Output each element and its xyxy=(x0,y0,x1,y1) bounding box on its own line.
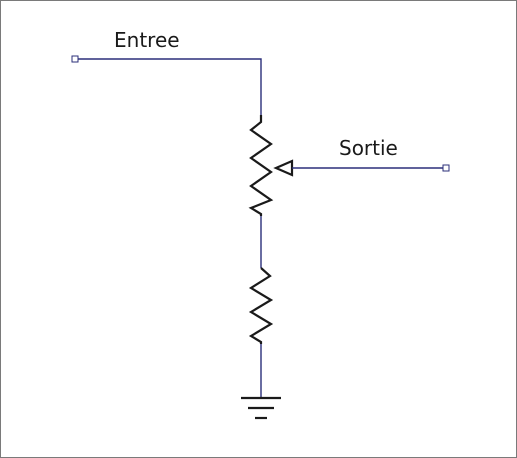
input-pin[interactable] xyxy=(71,55,79,63)
potentiometer-wiper-arrow xyxy=(273,159,294,177)
input-wire xyxy=(78,58,262,115)
potentiometer-resistor xyxy=(248,115,274,216)
output-pin[interactable] xyxy=(442,164,450,172)
fixed-resistor xyxy=(248,267,274,344)
output-label: Sortie xyxy=(339,136,398,160)
ground-icon xyxy=(241,396,281,420)
input-label: Entree xyxy=(114,28,180,52)
